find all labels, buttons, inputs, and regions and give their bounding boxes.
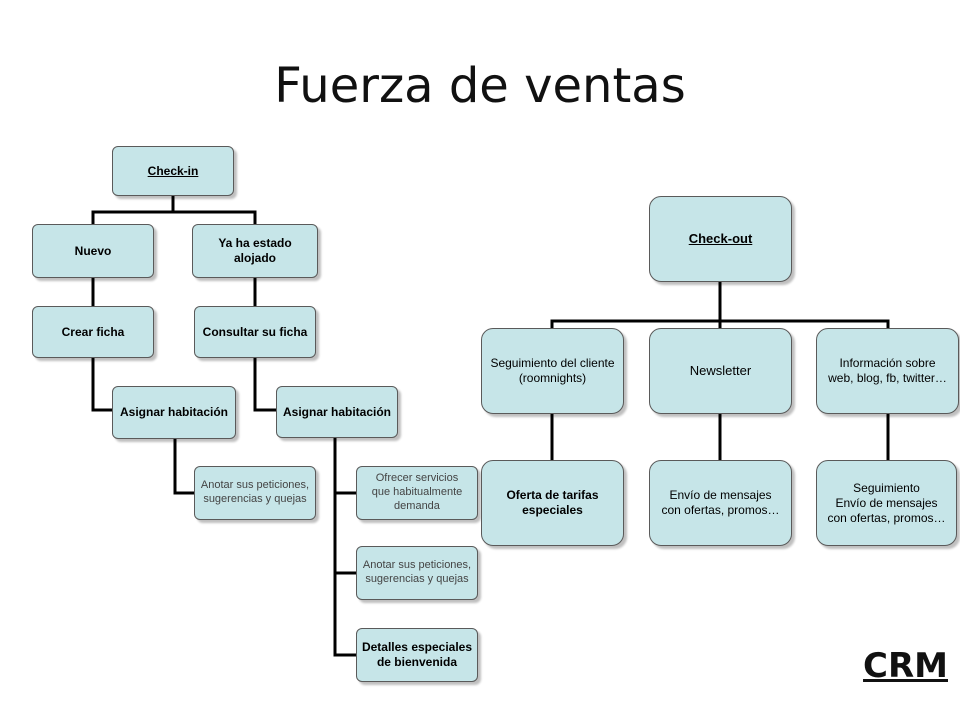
detalles-bienvenida-node: Detalles especiales de bienvenida [356, 628, 478, 682]
checkout-root-node: Check-out [649, 196, 792, 282]
ya-alojado-node: Ya ha estado alojado [192, 224, 318, 278]
seguimiento-cliente-node: Seguimiento del cliente (roomnights) [481, 328, 624, 414]
oferta-tarifas-node: Oferta de tarifas especiales [481, 460, 624, 546]
checkout-root-label: Check-out [688, 230, 753, 246]
page-title: Fuerza de ventas [274, 58, 686, 114]
nuevo-node: Nuevo [32, 224, 154, 278]
seguimiento-envio-node: Seguimiento Envío de mensajes con oferta… [816, 460, 957, 546]
consultar-ficha-node: Consultar su ficha [194, 306, 316, 358]
asignar-habitacion-node-1: Asignar habitación [112, 386, 236, 439]
crear-ficha-node: Crear ficha [32, 306, 154, 358]
newsletter-node: Newsletter [649, 328, 792, 414]
crm-label: CRM [863, 646, 948, 686]
checkin-root-node: Check-in [112, 146, 234, 196]
asignar-habitacion-node-2: Asignar habitación [276, 386, 398, 438]
checkin-root-label: Check-in [147, 163, 199, 178]
ofrecer-servicios-node: Ofrecer servicios que habitualmente dema… [356, 466, 478, 520]
anotar-peticiones-node-2: Anotar sus peticiones, sugerencias y que… [356, 546, 478, 600]
informacion-node: Información sobre web, blog, fb, twitter… [816, 328, 959, 414]
envio-mensajes-node: Envío de mensajes con ofertas, promos… [649, 460, 792, 546]
anotar-peticiones-node-1: Anotar sus peticiones, sugerencias y que… [194, 466, 316, 520]
